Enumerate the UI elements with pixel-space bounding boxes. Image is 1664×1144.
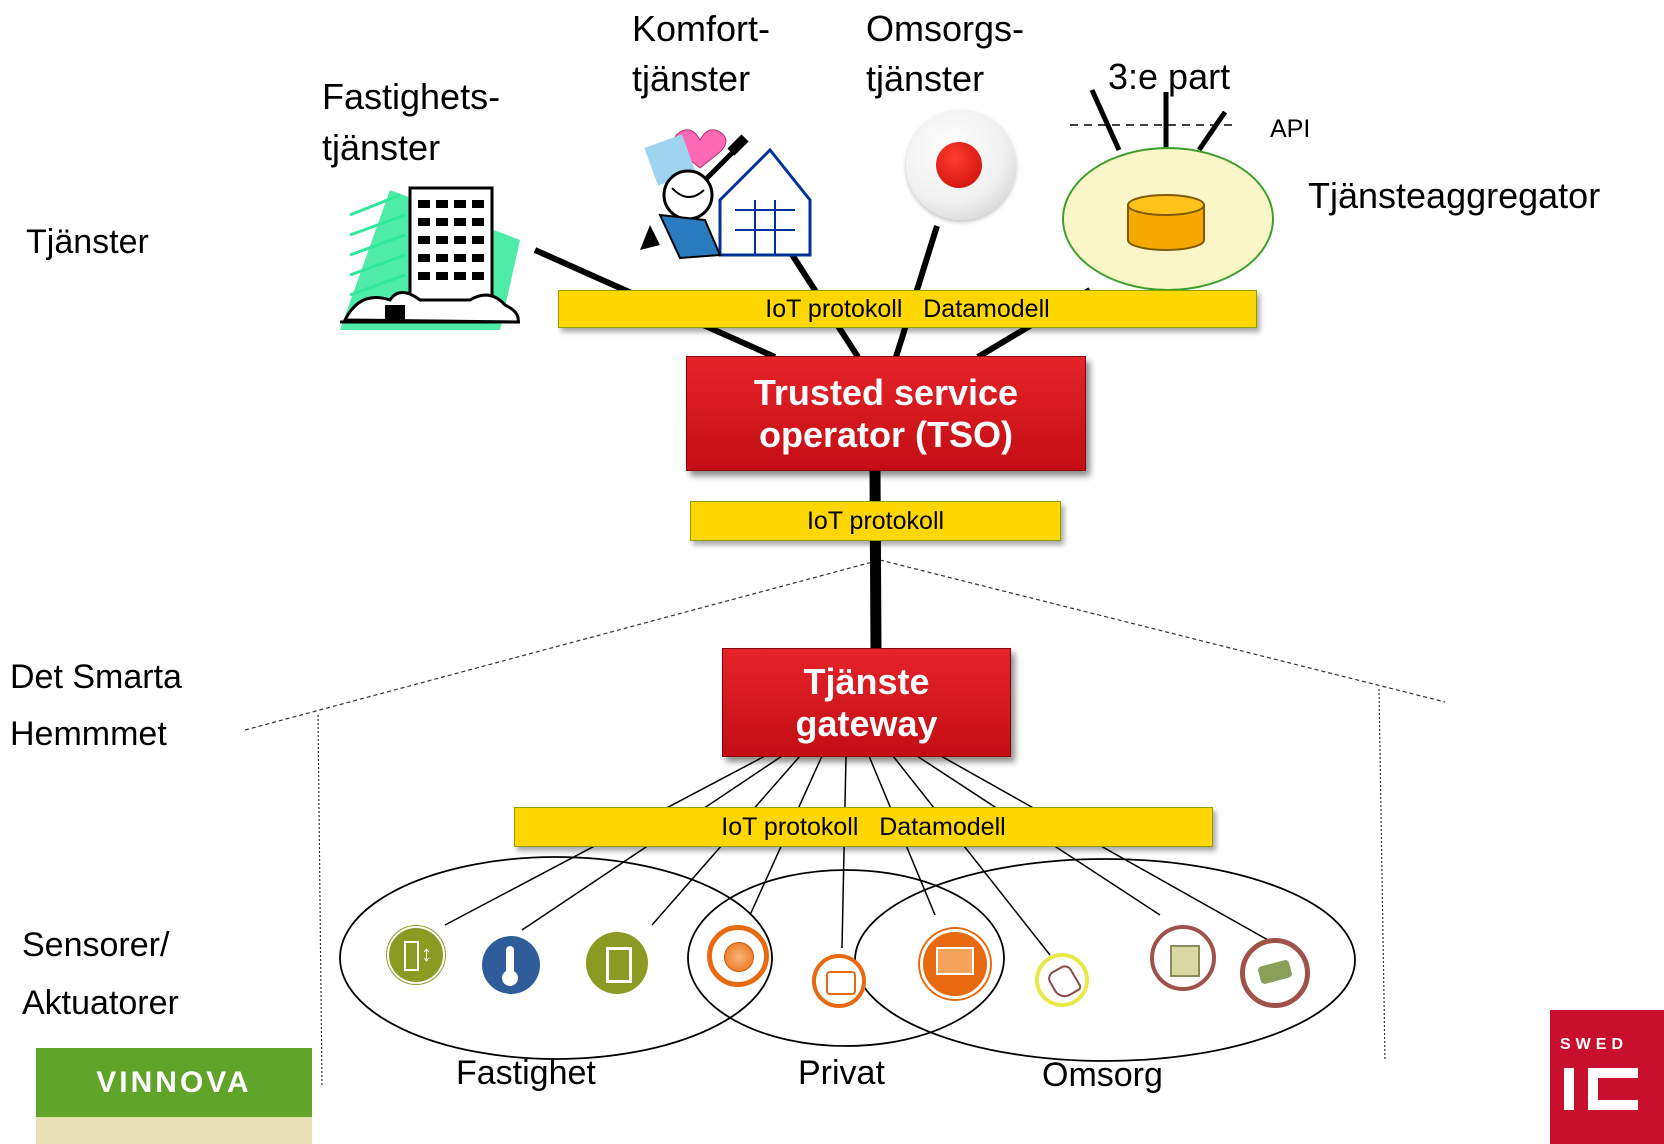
bottom-protocol-band: IoT protokoll Datamodell [514,807,1213,847]
gateway-line-1: Tjänste [803,660,930,702]
tv-icon [920,929,990,999]
third-party-label: 3:e part [1108,56,1231,97]
fastighet-group-ellipse [339,856,773,1060]
middle-protocol-band: IoT protokoll [690,501,1061,541]
globe-icon [707,925,769,987]
komfort-service-label-2: tjänster [632,58,751,99]
sensorer-label-2: Aktuatorer [22,984,179,1022]
tso-line-1: Trusted service [753,371,1019,413]
swedish-ict-logo-text: SWED [1560,1036,1628,1053]
phone-icon [812,954,866,1008]
smarta-hemmet-label-1: Det Smarta [10,658,182,696]
elevator-icon: ↕ [387,926,445,984]
sensorer-label-1: Sensorer/ [22,926,170,964]
komfort-service-label-1: Komfort- [632,8,771,49]
vinnova-logo-text: VINNOVA [96,1066,252,1099]
omsorg-service-label-1: Omsorgs- [866,8,1025,49]
gateway-line-2: gateway [795,702,938,744]
fastighet-group-label: Fastighet [456,1054,596,1092]
ict-letters-icon [1564,1068,1574,1110]
omsorg-group-label: Omsorg [1042,1056,1163,1094]
vinnova-logo: VINNOVA [36,1048,312,1144]
fastighet-service-label-2: tjänster [322,127,441,168]
aggregator-ellipse [1062,147,1274,291]
top-protocol-band: IoT protokoll Datamodell [558,290,1257,328]
swedish-ict-logo: SWED [1550,1010,1664,1144]
gateway-box: Tjänste gateway [722,648,1011,757]
tso-line-2: operator (TSO) [758,413,1013,455]
alarm-button-icon [906,110,1016,220]
api-label: API [1270,115,1311,143]
hand-icon [1035,953,1089,1007]
privat-group-label: Privat [798,1054,885,1092]
tso-box: Trusted service operator (TSO) [686,356,1086,471]
medicine-icon [1150,925,1216,991]
fastighet-service-label-1: Fastighets- [322,76,501,117]
ict-c-icon [1588,1068,1638,1110]
door-icon [586,932,648,994]
aggregator-label: Tjänsteaggregator [1308,175,1601,216]
smarta-hemmet-label-2: Hemmmet [10,715,167,753]
bed-icon [1240,938,1310,1008]
omsorg-service-label-2: tjänster [866,58,985,99]
tjanster-label: Tjänster [26,223,149,261]
thermometer-icon [482,936,540,994]
alarm-button-red-icon [936,142,982,188]
privat-group-ellipse [687,869,1005,1047]
